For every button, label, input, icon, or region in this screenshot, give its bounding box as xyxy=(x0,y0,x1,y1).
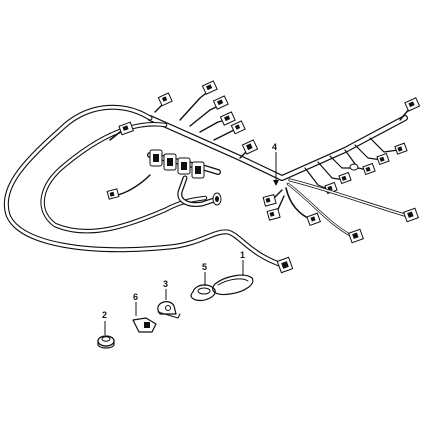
left-lower-branch xyxy=(106,174,151,200)
callout-3: 3 xyxy=(163,279,168,289)
callout-6: 6 xyxy=(133,292,138,302)
part-5-clamp xyxy=(190,272,216,302)
upper-connector-cluster xyxy=(154,80,246,141)
outer-loop-harness xyxy=(3,104,288,269)
callout-2: 2 xyxy=(102,310,107,320)
left-branch-connector xyxy=(109,121,134,141)
mid-connector-group xyxy=(262,189,285,221)
callout-labels: 1 2 3 4 5 6 xyxy=(102,142,277,320)
outer-loop-end-connector xyxy=(276,256,294,274)
part-3-p-clip xyxy=(157,289,181,319)
part-6-bracket xyxy=(132,302,157,333)
callout-4-leader xyxy=(273,152,279,186)
callout-5: 5 xyxy=(202,262,207,272)
callout-1: 1 xyxy=(240,250,245,260)
inner-loop-harness xyxy=(40,121,208,234)
right-branch-wires xyxy=(285,97,421,244)
callout-4: 4 xyxy=(272,142,277,152)
center-connector xyxy=(239,139,259,159)
injector-connector-block xyxy=(147,149,222,207)
part-1-sleeve xyxy=(212,260,254,296)
part-2-grommet xyxy=(97,321,115,349)
